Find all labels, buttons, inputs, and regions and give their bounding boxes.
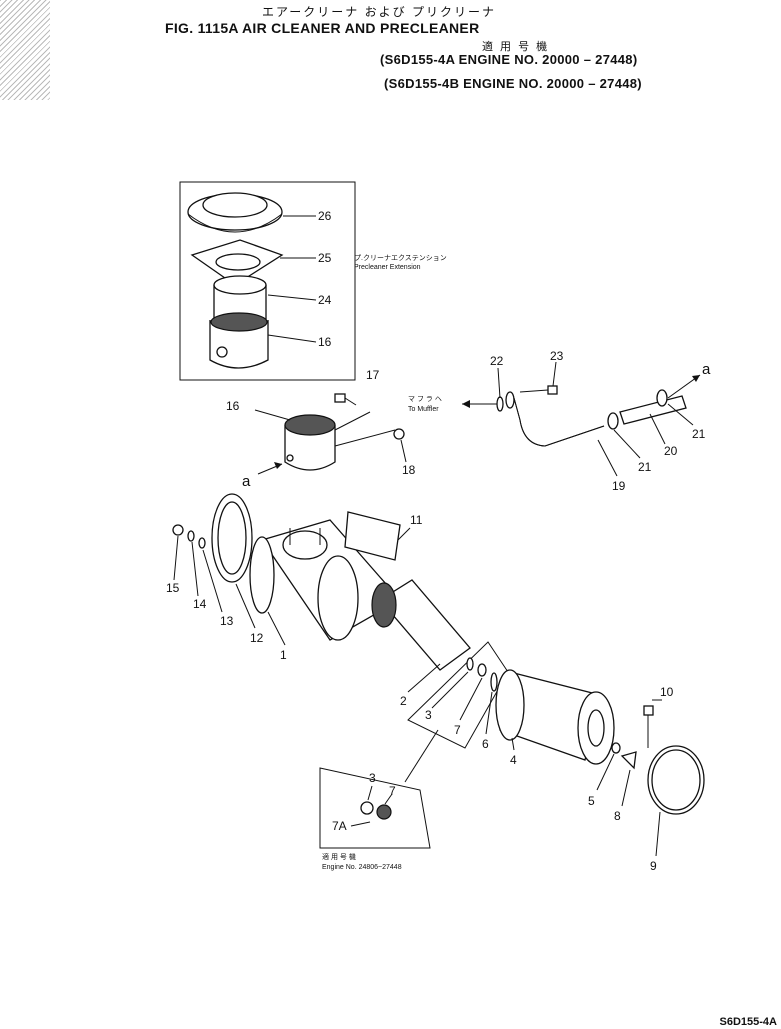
gasket-12 [211,493,253,583]
callout-18: 18 [402,463,416,477]
arrow-mark-a-right: a [702,361,711,378]
callout-3-inset: 3 [369,771,376,785]
inset-precleaner-box [179,181,356,381]
washer-5 [611,742,621,754]
label-plate-11 [344,511,401,561]
callout-1: 1 [280,648,287,662]
washer-14 [187,530,195,542]
precleaner-cap [187,192,283,233]
callout-13: 13 [220,614,234,628]
callout-11: 11 [410,513,423,527]
nut-15 [172,524,184,536]
gasket-22 [496,396,504,412]
jp-engine-range: 適 用 号 機 [322,852,356,861]
clamp-21-right [656,389,668,407]
precleaner-extension-caption: Precleaner Extension [354,264,421,271]
callout-9: 9 [650,859,657,873]
band-9 [647,745,705,815]
bolt-10 [643,705,654,748]
precleaner-plate [190,239,284,286]
callout-24: 24 [318,293,332,307]
engine-line-a: (S6D155-4A ENGINE NO. 20000 – 27448) [380,52,638,67]
inset-nut-7 [376,804,392,820]
precleaner-16 [284,414,336,471]
callout-8: 8 [614,809,621,823]
callout-22: 22 [490,354,504,368]
callout-16-inset: 16 [318,335,332,349]
callout-3: 3 [425,708,432,722]
inset-engine-range-box [319,767,431,849]
callout-4: 4 [510,753,517,767]
outer-element-4 [495,669,615,765]
washer-3 [466,657,474,671]
callout-5: 5 [588,794,595,808]
clamp-21-left [607,412,619,430]
scan-noise [0,0,50,100]
callout-15: 15 [166,581,180,595]
callout-14: 14 [193,597,207,611]
callout-26: 26 [318,209,332,223]
nut-7 [477,663,487,677]
engine-line-b: (S6D155-4B ENGINE NO. 20000 – 27448) [384,76,642,91]
inner-element-2 [371,579,471,671]
nut-8 [620,751,637,770]
callout-6: 6 [482,737,489,751]
seal-6 [490,672,498,692]
arrow-mark-a-left: a [242,473,251,490]
callout-7a: 7A [332,819,347,833]
to-muffler-label: To Muffler [408,406,439,413]
callout-10: 10 [660,685,674,699]
jp-precleaner-caption: プ.クリーナエクステンション [354,254,447,262]
inset-washer-3 [360,801,374,815]
pipe-19 [505,391,605,447]
bolt-17 [334,393,357,406]
extension-tube [209,275,269,369]
figure-title: FIG. 1115A AIR CLEANER AND PRECLEANER [165,20,480,36]
footer-model: S6D155-4A [719,1016,777,1028]
callout-20: 20 [664,444,678,458]
callout-7-inset: 7 [389,784,396,798]
jp-title: エアークリーナ および プリクリーナ [262,5,496,19]
jp-to-muffler: マ フ ラ ヘ [408,395,442,403]
bolt-23 [519,385,558,395]
callout-7: 7 [454,723,461,737]
washer-13 [198,537,206,549]
callout-21-right: 21 [692,427,706,441]
jp-applicable: 適 用 号 機 [482,41,550,53]
callout-21-left: 21 [638,460,652,474]
callout-25: 25 [318,251,332,265]
callout-16: 16 [226,399,240,413]
callout-19: 19 [612,479,626,493]
engine-range-label: Engine No. 24806~27448 [322,864,402,871]
nut-18 [393,428,405,440]
callout-17: 17 [366,368,380,382]
callout-12: 12 [250,631,264,645]
stud-rod [404,729,439,783]
callout-23: 23 [550,349,564,363]
callout-2: 2 [400,694,407,708]
